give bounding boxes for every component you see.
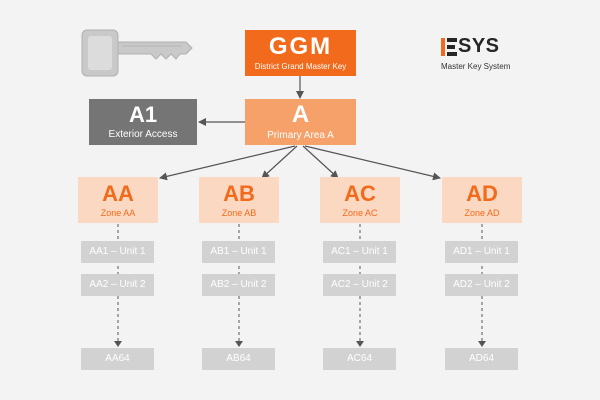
unit-ad2: AD2 – Unit 2 — [445, 274, 518, 296]
unit-ad64: AD64 — [445, 348, 518, 370]
dashed-arrowhead-ad — [478, 341, 486, 347]
zone-aa-title: AA — [102, 180, 134, 206]
logo: SYS Master Key System — [441, 35, 531, 71]
unit-ab64: AB64 — [202, 348, 275, 370]
logo-wordmark: SYS — [441, 35, 531, 58]
node-exterior-title: A1 — [128, 102, 158, 127]
node-zone-ab: AB Zone AB — [199, 177, 279, 223]
zone-ac-title: AC — [344, 180, 376, 206]
unit-aa1: AA1 – Unit 1 — [81, 241, 154, 263]
zone-ab-subtitle: Zone AB — [221, 207, 257, 218]
dashed-arrowhead-aa — [114, 341, 122, 347]
unit-ac1: AC1 – Unit 1 — [323, 241, 396, 263]
arrow-a-to-ab — [261, 145, 298, 179]
node-exterior-a1: A1 Exterior Access — [89, 99, 197, 145]
arrow-a-to-ad — [304, 145, 441, 181]
key-icon — [81, 29, 193, 77]
arrow-a-to-aa — [159, 145, 296, 181]
zone-ad-title: AD — [466, 180, 498, 206]
dashed-arrowhead-ac — [356, 341, 364, 347]
node-zone-ad: AD Zone AD — [442, 177, 522, 223]
unit-aa2: AA2 – Unit 2 — [81, 274, 154, 296]
unit-ac64: AC64 — [323, 348, 396, 370]
node-ggm: GGM District Grand Master Key — [245, 30, 356, 76]
logo-brand-text: SYS — [458, 35, 500, 57]
unit-ac2: AC2 – Unit 2 — [323, 274, 396, 296]
node-exterior-subtitle: Exterior Access — [108, 129, 178, 140]
unit-ab1: AB1 – Unit 1 — [202, 241, 275, 263]
dashed-arrowhead-ab — [235, 341, 243, 347]
node-primary-subtitle: Primary Area A — [267, 130, 334, 141]
node-primary-a: A Primary Area A — [245, 99, 356, 145]
unit-ab2: AB2 – Unit 2 — [202, 274, 275, 296]
node-primary-title: A — [291, 101, 310, 128]
zone-ab-title: AB — [223, 180, 255, 206]
zone-aa-subtitle: Zone AA — [100, 207, 136, 218]
zone-ad-subtitle: Zone AD — [464, 207, 500, 218]
zone-ac-subtitle: Zone AC — [342, 207, 378, 218]
node-ggm-title: GGM — [268, 33, 333, 60]
node-zone-ac: AC Zone AC — [320, 177, 400, 223]
logo-tagline: Master Key System — [441, 62, 511, 71]
arrow-a-to-ac — [302, 145, 339, 179]
unit-ad1: AD1 – Unit 1 — [445, 241, 518, 263]
node-zone-aa: AA Zone AA — [78, 177, 158, 223]
unit-aa64: AA64 — [81, 348, 154, 370]
node-ggm-subtitle: District Grand Master Key — [254, 62, 347, 71]
logo-e-icon — [441, 37, 457, 56]
